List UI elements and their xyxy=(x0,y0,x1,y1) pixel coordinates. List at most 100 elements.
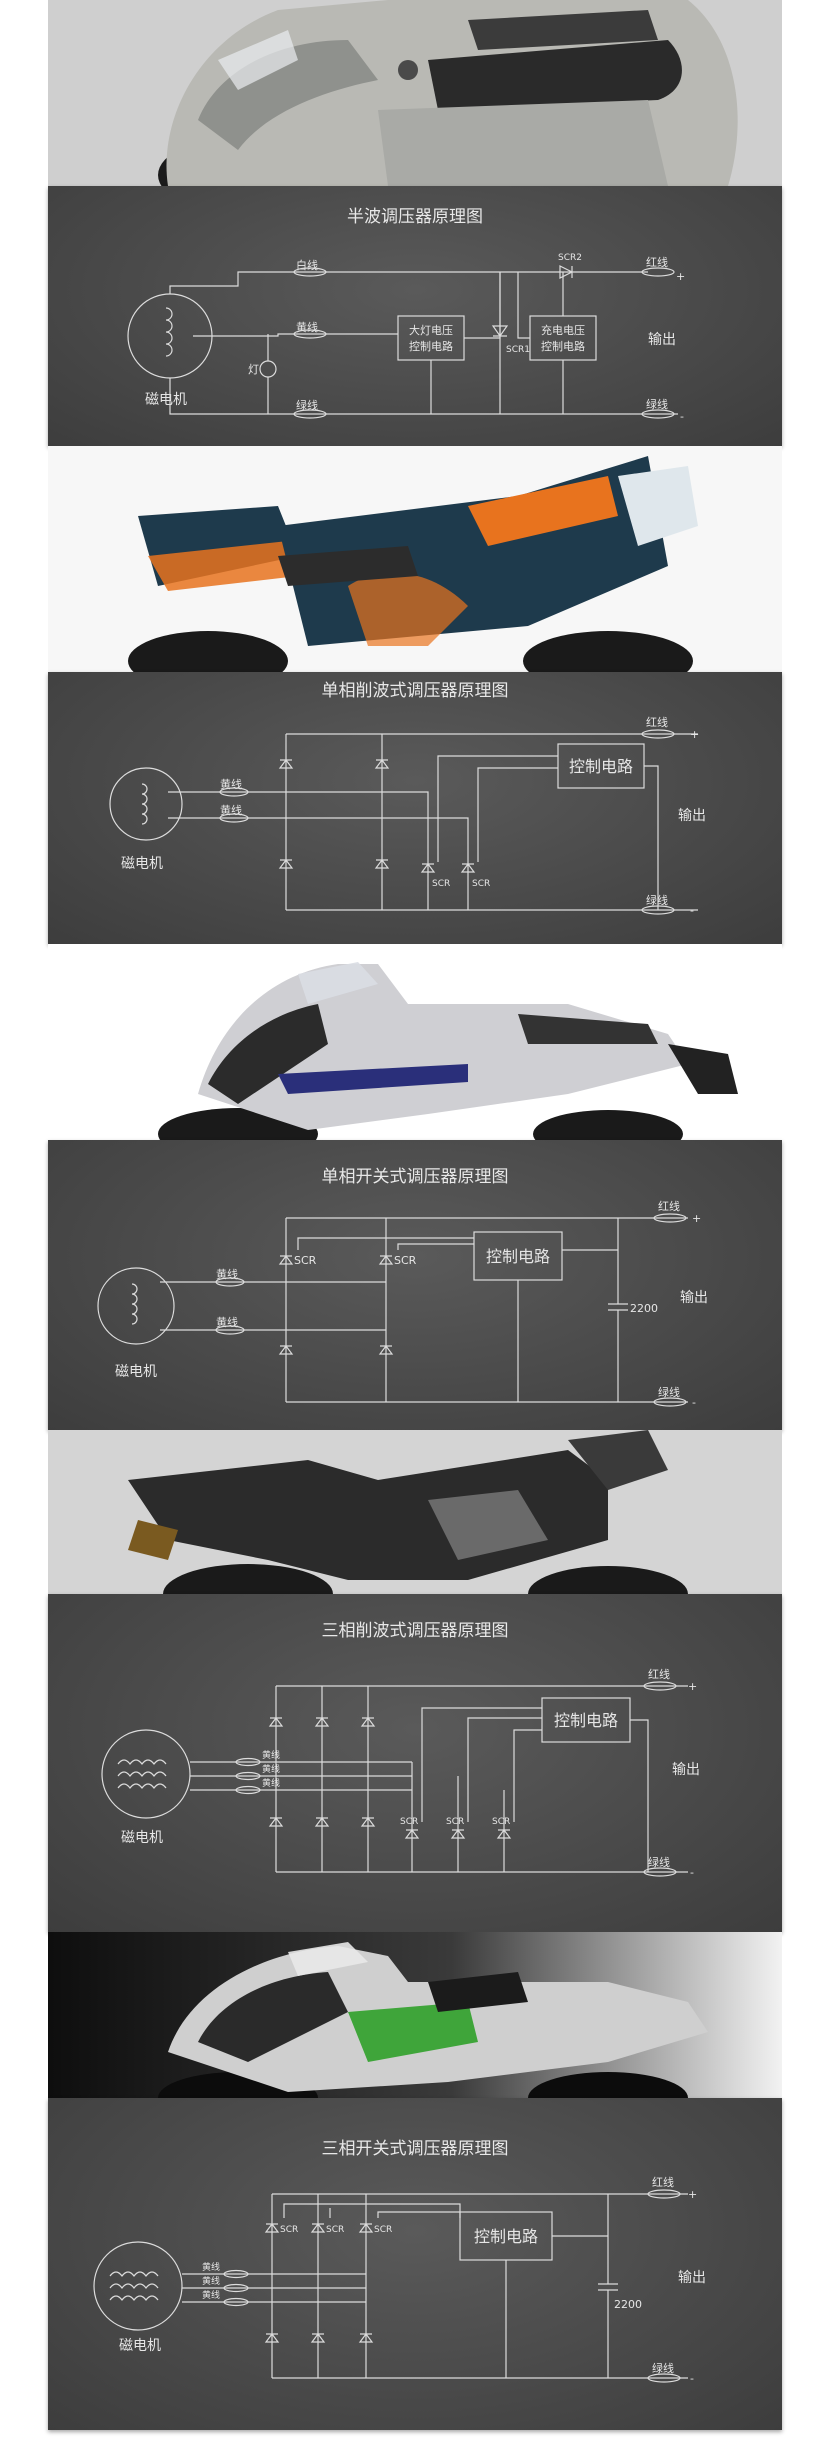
output-label: 输出 xyxy=(672,1762,700,1778)
output-label: 输出 xyxy=(680,1290,708,1306)
output-minus: - xyxy=(692,1396,696,1409)
generator-symbol xyxy=(93,2241,183,2331)
diagram-title: 半波调压器原理图 xyxy=(347,207,483,227)
output-green-label: 绿线 xyxy=(648,1855,670,1869)
scr-3-label: SCR xyxy=(492,1817,510,1827)
touring-motorcycle-image xyxy=(48,446,782,672)
scr1-label: SCR1 xyxy=(506,345,530,355)
photo-supersport-bike xyxy=(48,1932,782,2098)
lamp-block-line1: 大灯电压 xyxy=(409,323,453,337)
output-red-label: 红线 xyxy=(648,1667,670,1681)
photo-touring-bike xyxy=(48,446,782,672)
scr-b-label: SCR xyxy=(472,879,490,889)
output-label: 输出 xyxy=(678,2270,706,2286)
scr2-label: SCR2 xyxy=(558,253,582,263)
wire-yellow-label: 黄线 xyxy=(296,320,318,334)
diagram-title: 单相削波式调压器原理图 xyxy=(322,681,509,701)
diagram-single-phase-switch-regulator: 单相开关式调压器原理图 磁电机 黄线 黄线 SCR SCR 控制电路 220 xyxy=(48,1140,782,1430)
scr-2-label: SCR xyxy=(326,2225,344,2235)
output-label: 输出 xyxy=(648,332,676,348)
output-green-label: 绿线 xyxy=(658,1385,680,1399)
output-red-label: 红线 xyxy=(652,2175,674,2189)
three-phase-switch-schematic: 三相开关式调压器原理图 磁电机 黄线 黄线 黄线 SCR SCR SCR xyxy=(93,2139,706,2385)
scr-symbols xyxy=(278,1255,394,1265)
output-red-label: 红线 xyxy=(646,715,668,729)
output-label: 输出 xyxy=(678,808,706,824)
diagram-half-wave-regulator: 半波调压器原理图 磁电机 白线 黄线 绿线 灯 大灯电压 控制电路 xyxy=(48,186,782,446)
sport-motorcycle-image xyxy=(48,944,782,1140)
three-phase-shunt-schematic: 三相削波式调压器原理图 磁电机 黄线 黄线 黄线 控制电路 xyxy=(101,1621,700,1879)
charge-block-line1: 充电电压 xyxy=(541,323,585,337)
bridge-diodes xyxy=(268,1717,376,1827)
supersport-motorcycle-image xyxy=(158,1942,708,2098)
bridge-diodes xyxy=(278,1345,394,1355)
control-label: 控制电路 xyxy=(486,1247,550,1266)
charge-block-line2: 控制电路 xyxy=(541,339,585,353)
output-plus: + xyxy=(692,1212,701,1225)
output-plus: + xyxy=(688,2188,697,2201)
bridge-diodes xyxy=(264,2333,374,2343)
lamp-control-block xyxy=(397,315,465,361)
diagram-title: 三相开关式调压器原理图 xyxy=(322,2139,509,2159)
photo-sport-bike xyxy=(48,944,782,1140)
generator-label: 磁电机 xyxy=(145,392,187,408)
single-phase-switch-schematic: 单相开关式调压器原理图 磁电机 黄线 黄线 SCR SCR 控制电路 220 xyxy=(97,1167,708,1409)
generator-label: 磁电机 xyxy=(121,1830,163,1846)
scr-symbols xyxy=(420,863,476,873)
diagram-three-phase-switch-regulator: 三相开关式调压器原理图 磁电机 黄线 黄线 黄线 SCR SCR SCR xyxy=(48,2098,782,2430)
capacitor-label: 2200 xyxy=(614,2298,642,2311)
naked-motorcycle-image xyxy=(48,1430,782,1594)
diagram-three-phase-shunt-regulator: 三相削波式调压器原理图 磁电机 黄线 黄线 黄线 控制电路 xyxy=(48,1594,782,1932)
lamp-label: 灯 xyxy=(248,363,259,376)
output-minus: - xyxy=(690,2372,694,2385)
output-green-label: 绿线 xyxy=(646,893,668,907)
output-plus: + xyxy=(676,270,685,283)
diagram-single-phase-shunt-regulator: 单相削波式调压器原理图 磁电机 黄线 黄线 控制电路 SCR xyxy=(48,672,782,944)
wire-yellow-2-label: 黄线 xyxy=(262,1763,280,1775)
capacitor-label: 2200 xyxy=(630,1302,658,1315)
scr2-symbol xyxy=(559,265,574,279)
wire-yellow-2-label: 黄线 xyxy=(202,2275,220,2287)
scr-1-label: SCR xyxy=(400,1817,418,1827)
half-wave-schematic: 半波调压器原理图 磁电机 白线 黄线 绿线 灯 大灯电压 控制电路 xyxy=(127,207,685,423)
photo-scooter xyxy=(48,0,782,186)
bridge-diodes xyxy=(278,759,390,869)
capacitor-symbol xyxy=(598,2194,618,2378)
generator-label: 磁电机 xyxy=(119,2338,161,2354)
photo-naked-bike xyxy=(48,1430,782,1594)
wire-white-label: 白线 xyxy=(296,258,318,272)
output-minus: - xyxy=(690,1866,694,1879)
wire-yellow-1-label: 黄线 xyxy=(202,2261,220,2273)
generator-label: 磁电机 xyxy=(115,1364,157,1380)
scooter-motorcycle-image xyxy=(48,0,782,186)
wire-yellow-3-label: 黄线 xyxy=(202,2289,220,2301)
output-red-label: 红线 xyxy=(658,1199,680,1213)
wire-yellow-1-label: 黄线 xyxy=(220,777,242,791)
generator-symbol xyxy=(97,1267,175,1345)
wire-yellow-1-label: 黄线 xyxy=(216,1267,238,1281)
scr-symbols xyxy=(264,2223,374,2233)
generator-symbol xyxy=(101,1729,191,1819)
lamp-block-line2: 控制电路 xyxy=(409,339,453,353)
wire-yellow-3-label: 黄线 xyxy=(262,1777,280,1789)
charge-control-block xyxy=(529,315,597,361)
output-plus: + xyxy=(690,728,699,741)
diagram-title: 单相开关式调压器原理图 xyxy=(322,1167,509,1187)
scr-a-label: SCR xyxy=(294,1254,317,1267)
control-label: 控制电路 xyxy=(554,1711,618,1730)
output-green-label: 绿线 xyxy=(646,397,668,411)
wire-yellow-2-label: 黄线 xyxy=(220,803,242,817)
output-green-label: 绿线 xyxy=(652,2361,674,2375)
generator-label: 磁电机 xyxy=(121,856,163,872)
output-minus: - xyxy=(690,904,694,917)
scr1-symbol xyxy=(491,272,509,414)
scr-3-label: SCR xyxy=(374,2225,392,2235)
output-plus: + xyxy=(688,1680,697,1693)
scr-a-label: SCR xyxy=(432,879,450,889)
capacitor-symbol xyxy=(608,1218,628,1402)
diagram-title: 三相削波式调压器原理图 xyxy=(322,1621,509,1641)
wire-green-in-label: 绿线 xyxy=(296,398,318,412)
wire-yellow-1-label: 黄线 xyxy=(262,1749,280,1761)
scr-symbols xyxy=(404,1829,512,1839)
lamp-symbol xyxy=(259,334,277,414)
